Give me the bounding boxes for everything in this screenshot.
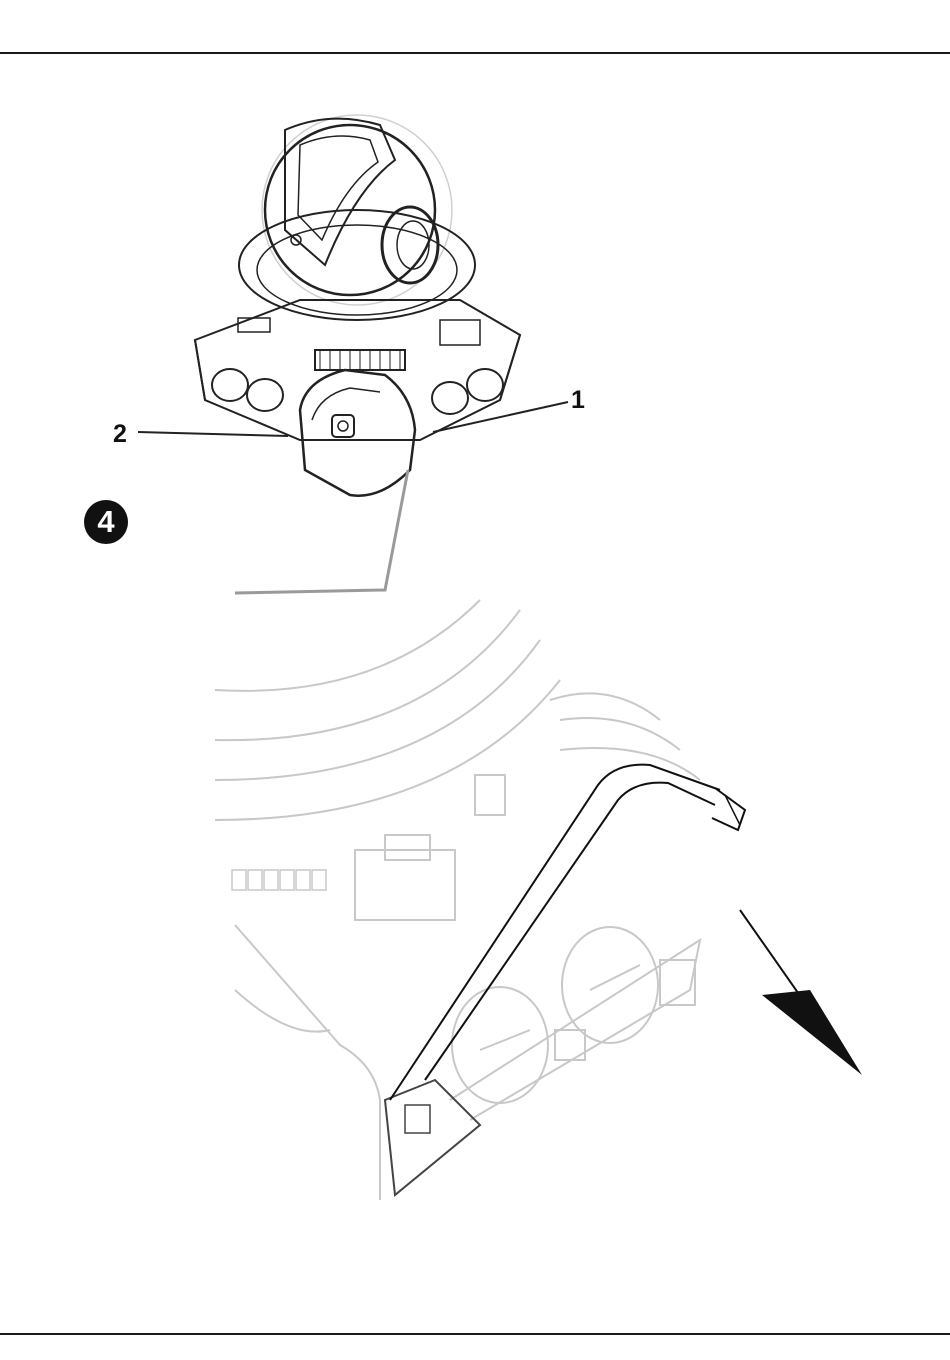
detail-zoom-frame [235,470,408,593]
callout-label-1: 1 [571,388,585,413]
callout-label-2: 2 [113,422,127,447]
hex-key-tool [390,765,745,1100]
step-number-badge: 4 [84,500,128,544]
callout-2-leader [138,432,288,436]
enlarged-detail-illustration [215,600,700,1200]
arrow-down-right-icon [740,910,862,1075]
dome-camera-illustration [195,115,520,496]
footer-rule [0,1333,950,1335]
callout-1-leader [433,402,568,432]
